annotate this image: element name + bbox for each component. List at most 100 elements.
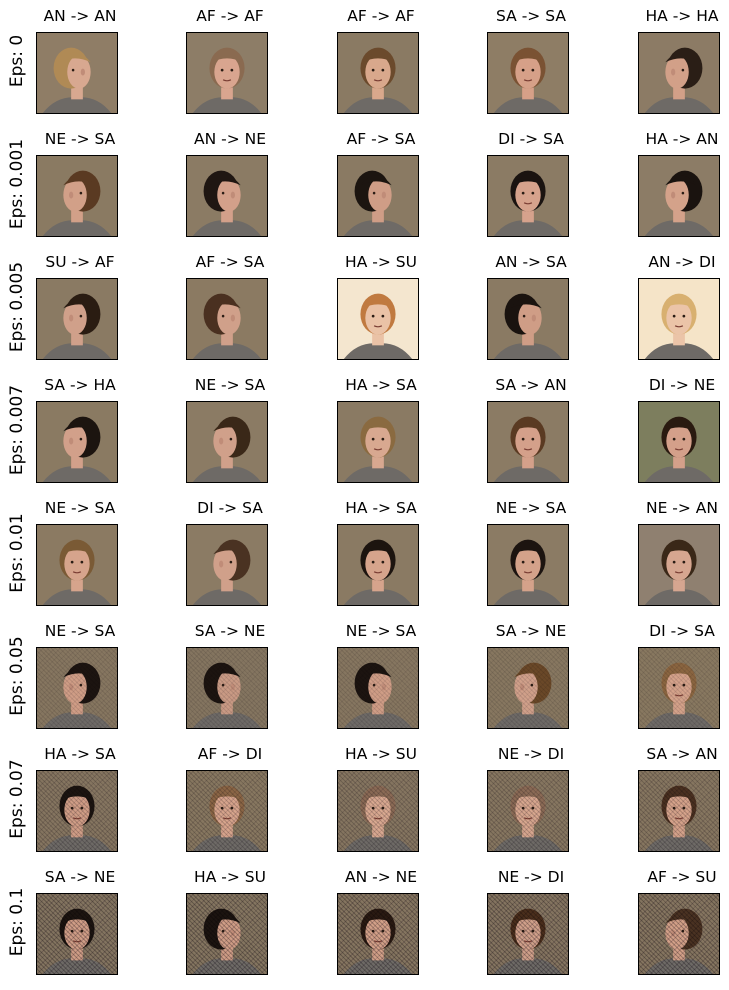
face-thumbnail — [36, 278, 118, 360]
cell-title: AF -> SA — [195, 253, 265, 271]
cell-title: AF -> AF — [196, 7, 264, 25]
face-cell: DI -> NE — [607, 375, 729, 485]
face-cell: HA -> SA — [306, 498, 456, 608]
cell-title: DI -> SA — [498, 130, 564, 148]
face-illustration — [493, 539, 563, 605]
face-cell: HA -> SU — [306, 744, 456, 854]
face-illustration — [192, 170, 262, 236]
face-thumbnail — [638, 893, 720, 975]
face-thumbnail — [638, 647, 720, 729]
face-illustration — [42, 539, 112, 605]
face-illustration — [343, 170, 413, 236]
face-cell: AN -> NE — [306, 867, 456, 977]
cell-title: AN -> AN — [43, 7, 117, 25]
face-illustration — [343, 539, 413, 605]
face-thumbnail — [36, 401, 118, 483]
cell-title: SU -> AF — [45, 253, 115, 271]
face-cell: SA -> NE — [155, 621, 305, 731]
face-illustration — [343, 293, 413, 359]
face-thumbnail — [186, 32, 268, 114]
face-cell: HA -> SA — [5, 744, 155, 854]
face-thumbnail — [186, 524, 268, 606]
face-illustration — [192, 785, 262, 851]
cell-title: NE -> SA — [194, 376, 266, 394]
face-illustration — [42, 47, 112, 113]
cell-title: SA -> AN — [646, 745, 718, 763]
face-illustration — [493, 785, 563, 851]
cell-title: DI -> NE — [648, 376, 716, 394]
cell-title: SA -> NE — [194, 622, 266, 640]
cell-title: SA -> SA — [496, 7, 566, 25]
face-illustration — [192, 908, 262, 974]
cell-title: HA -> SA — [345, 376, 417, 394]
face-thumbnail — [36, 32, 118, 114]
face-cell: NE -> DI — [456, 867, 606, 977]
face-cell: NE -> SA — [5, 498, 155, 608]
face-thumbnail — [36, 155, 118, 237]
cell-title: AN -> NE — [344, 868, 418, 886]
face-thumbnail — [487, 32, 569, 114]
cell-title: HA -> SU — [345, 745, 417, 763]
cell-title: HA -> AN — [645, 130, 719, 148]
face-cell: AF -> SA — [306, 129, 456, 239]
cell-title: SA -> NE — [495, 622, 567, 640]
face-illustration — [343, 785, 413, 851]
face-cell: SA -> NE — [456, 621, 606, 731]
cell-title: HA -> SU — [345, 253, 417, 271]
face-thumbnail — [337, 32, 419, 114]
face-thumbnail — [186, 893, 268, 975]
cell-title: NE -> SA — [44, 130, 116, 148]
cell-title: NE -> DI — [497, 868, 565, 886]
face-thumbnail — [487, 155, 569, 237]
cell-title: AF -> SU — [647, 868, 717, 886]
face-thumbnail — [186, 278, 268, 360]
face-thumbnail — [337, 893, 419, 975]
face-thumbnail — [337, 278, 419, 360]
face-cell: NE -> DI — [456, 744, 606, 854]
face-cell: SU -> AF — [5, 252, 155, 362]
face-cell: AN -> AN — [5, 6, 155, 116]
face-illustration — [493, 662, 563, 728]
face-thumbnail — [487, 770, 569, 852]
face-illustration — [192, 416, 262, 482]
face-cell: NE -> AN — [607, 498, 729, 608]
face-cell: SA -> AN — [607, 744, 729, 854]
face-cell: NE -> SA — [456, 498, 606, 608]
face-cell: DI -> SA — [456, 129, 606, 239]
face-illustration — [42, 908, 112, 974]
cell-title: SA -> HA — [44, 376, 116, 394]
face-illustration — [493, 293, 563, 359]
face-cell: HA -> SA — [306, 375, 456, 485]
face-cell: AN -> SA — [456, 252, 606, 362]
face-thumbnail — [186, 770, 268, 852]
face-illustration — [644, 293, 714, 359]
cell-title: AN -> DI — [648, 253, 716, 271]
face-thumbnail — [36, 524, 118, 606]
face-thumbnail — [487, 278, 569, 360]
cell-title: NE -> AN — [645, 499, 719, 517]
face-thumbnail — [638, 401, 720, 483]
face-thumbnail — [36, 770, 118, 852]
face-illustration — [42, 170, 112, 236]
face-illustration — [644, 662, 714, 728]
face-illustration — [192, 47, 262, 113]
face-thumbnail — [36, 893, 118, 975]
face-cell: HA -> HA — [607, 6, 729, 116]
face-cell: AN -> DI — [607, 252, 729, 362]
face-thumbnail — [487, 401, 569, 483]
face-cell: NE -> SA — [306, 621, 456, 731]
face-thumbnail — [638, 32, 720, 114]
face-cell: NE -> SA — [5, 129, 155, 239]
face-cell: AF -> AF — [306, 6, 456, 116]
face-cell: NE -> SA — [155, 375, 305, 485]
face-illustration — [42, 785, 112, 851]
cell-title: HA -> SA — [345, 499, 417, 517]
face-thumbnail — [337, 524, 419, 606]
face-cell: AF -> SU — [607, 867, 729, 977]
face-illustration — [192, 662, 262, 728]
face-cell: AN -> NE — [155, 129, 305, 239]
face-thumbnail — [337, 401, 419, 483]
face-cell: HA -> SU — [155, 867, 305, 977]
cell-title: NE -> SA — [345, 622, 417, 640]
face-cell: DI -> SA — [155, 498, 305, 608]
